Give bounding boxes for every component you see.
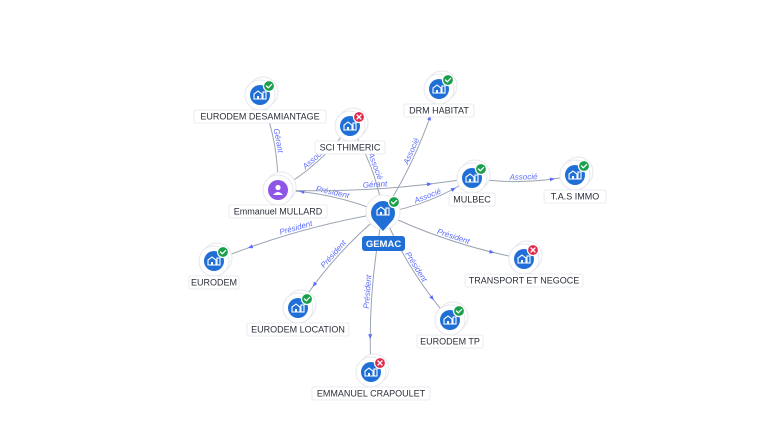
status-ok-icon	[441, 73, 455, 87]
status-ok-icon	[387, 195, 401, 209]
node-label: EURODEM	[191, 278, 237, 288]
arrow-icon	[312, 281, 318, 287]
edge-label: Gérant	[363, 179, 389, 190]
node-label: EURODEM DESAMIANTAGE	[200, 112, 319, 122]
node-label: SCI THIMERIC	[320, 143, 381, 153]
edge-label: Associé	[508, 172, 538, 182]
arrow-icon	[299, 189, 305, 194]
node-label: MULBEC	[453, 195, 491, 205]
edge-label: Associé	[366, 151, 385, 182]
company-icon	[253, 90, 267, 100]
node-drm-habitat[interactable]: DRM HABITAT	[403, 70, 475, 118]
node-label: EURODEM LOCATION	[251, 325, 345, 335]
center-node[interactable]: GEMAC	[362, 164, 405, 251]
company-icon	[443, 315, 457, 325]
arrow-icon	[549, 177, 555, 182]
edge-label: Président	[278, 219, 314, 237]
node-emmanuel-crapoulet[interactable]: EMMANUEL CRAPOULET	[311, 353, 431, 401]
status-ok-icon	[262, 79, 276, 93]
node-layer: EURODEM DESAMIANTAGE SCI THIMERIC DRM HABI…	[188, 70, 607, 401]
edge-label: Président	[403, 250, 429, 284]
node-label-bg	[464, 273, 584, 288]
status-ok-icon	[577, 159, 591, 173]
node-label: TRANSPORT ET NEGOCE	[469, 276, 580, 286]
status-ok-icon	[452, 304, 466, 318]
node-label-bg	[193, 109, 327, 124]
node-eurodem[interactable]: EURODEM	[188, 242, 240, 290]
company-icon	[517, 254, 531, 264]
company-icon	[376, 206, 390, 216]
arrow-icon	[247, 244, 254, 249]
edge[interactable]: Président	[213, 212, 384, 262]
person-icon	[273, 184, 283, 195]
arrow-icon	[450, 187, 456, 192]
node-label-bg	[311, 386, 431, 401]
node-sci-thimeric[interactable]: SCI THIMERIC	[314, 107, 386, 155]
company-icon	[568, 170, 582, 180]
edge[interactable]: Président	[382, 212, 525, 260]
status-ok-icon	[300, 292, 314, 306]
arrow-icon	[368, 334, 373, 340]
node-label: EURODEM TP	[420, 337, 480, 347]
node-eurodem-location[interactable]: EURODEM LOCATION	[246, 289, 350, 337]
edge-label: Président	[362, 274, 374, 309]
company-icon	[291, 303, 305, 313]
node-label: T.A.S IMMO	[551, 192, 600, 202]
company-icon	[432, 84, 446, 94]
node-label-bg	[416, 334, 484, 349]
edge-label: Associé	[412, 186, 443, 205]
edge-label: Associé	[401, 136, 421, 167]
center-label-pill	[362, 236, 405, 251]
node-eurodem-tp[interactable]: EURODEM TP	[416, 301, 484, 349]
arrow-icon	[489, 249, 495, 254]
edge-line	[382, 212, 525, 260]
edge-label: Président	[319, 238, 349, 270]
status-ok-icon	[474, 162, 488, 176]
edge-label: Président	[315, 184, 351, 200]
arrow-icon	[426, 182, 433, 187]
edge-line	[213, 212, 384, 262]
edge-line	[369, 212, 384, 373]
node-label-bg	[188, 275, 240, 290]
node-label: EMMANUEL CRAPOULET	[317, 389, 426, 399]
node-label-bg	[314, 140, 386, 155]
node-mulbec[interactable]: MULBEC	[448, 159, 496, 207]
company-icon	[465, 173, 479, 183]
node-label-bg	[543, 189, 607, 204]
node-label-bg	[403, 103, 475, 118]
company-icon	[207, 256, 221, 266]
status-closed-icon	[373, 356, 387, 370]
company-icon	[364, 367, 378, 377]
edge-line	[277, 177, 473, 192]
node-label-bg	[228, 204, 328, 219]
node-tas-immo[interactable]: T.A.S IMMO	[543, 156, 607, 204]
node-label: DRM HABITAT	[409, 106, 469, 116]
node-label: Emmanuel MULLARD	[234, 207, 323, 217]
node-transport-et-negoce[interactable]: TRANSPORT ET NEGOCE	[464, 240, 584, 288]
status-closed-icon	[352, 110, 366, 124]
center-label: GEMAC	[366, 239, 402, 250]
company-icon	[343, 121, 357, 131]
edge[interactable]: Président	[362, 212, 384, 373]
edge[interactable]: Gérant	[277, 177, 473, 192]
arrow-icon	[429, 295, 434, 301]
node-label-bg	[246, 322, 350, 337]
node-eurodem-desamiantage[interactable]: EURODEM DESAMIANTAGE	[193, 76, 327, 124]
edge-label: Président	[436, 227, 472, 246]
node-emmanuel-mullard[interactable]: Emmanuel MULLARD	[228, 171, 328, 219]
status-ok-icon	[216, 245, 230, 259]
node-label-bg	[448, 192, 496, 207]
status-closed-icon	[526, 243, 540, 257]
